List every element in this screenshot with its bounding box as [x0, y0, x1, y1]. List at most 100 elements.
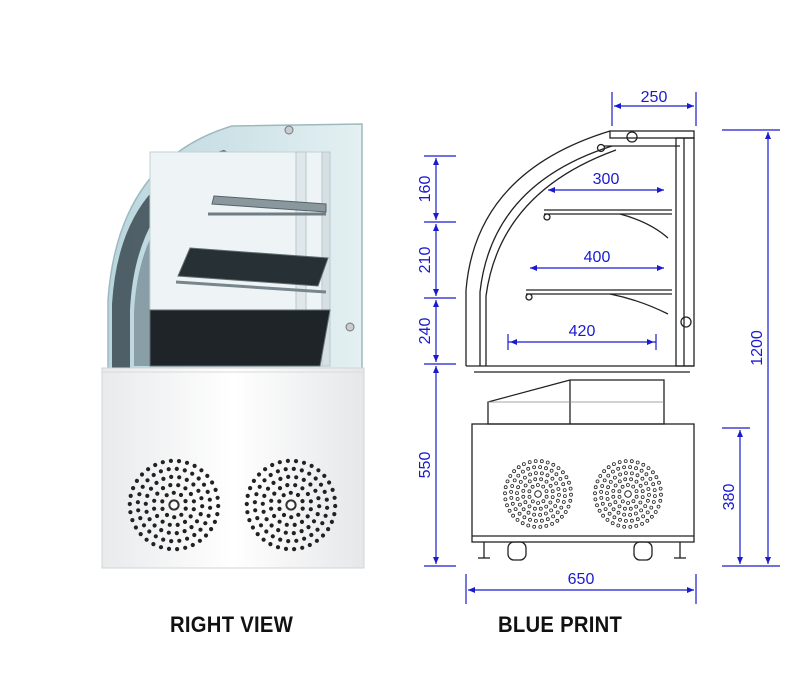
vent-hole: [657, 480, 661, 485]
vent-hole: [593, 497, 598, 502]
vent-hole: [608, 479, 613, 484]
vent-hole: [516, 485, 520, 490]
vent-hole: [269, 523, 274, 528]
vent-hole: [147, 529, 152, 534]
vent-hole: [634, 494, 639, 499]
vent-hole: [277, 499, 282, 504]
vent-hole: [560, 514, 564, 519]
vent-hole: [127, 501, 132, 507]
vent-hole: [251, 478, 256, 483]
grille-hub: [285, 499, 297, 511]
vent-hole: [293, 459, 299, 464]
vent-hole: [644, 472, 649, 477]
vent-hole: [191, 507, 196, 512]
vent-hole: [617, 494, 622, 499]
dimension-arrows: [433, 103, 771, 593]
vent-hole: [556, 498, 560, 503]
vent-hole: [610, 521, 615, 526]
vent-hole: [166, 530, 171, 535]
vent-hole: [257, 484, 262, 489]
vent-hole: [555, 510, 560, 515]
vent-hole: [561, 482, 566, 487]
vent-hole: [548, 500, 553, 505]
vent-hole: [516, 465, 521, 470]
vent-hole: [255, 532, 260, 537]
vent-hole: [635, 473, 640, 478]
vent-hole: [294, 538, 299, 543]
vent-hole: [247, 518, 252, 523]
vent-hole: [330, 487, 335, 492]
vent-hole: [169, 474, 174, 479]
vent-hole: [152, 506, 157, 511]
vent-hole: [308, 507, 313, 512]
vent-hole: [545, 517, 550, 522]
vent-hole: [534, 471, 538, 476]
vent-hole: [272, 491, 277, 496]
vent-hole: [523, 475, 527, 480]
vent-hole: [540, 518, 544, 523]
vent-hole: [651, 470, 655, 475]
vent-hole: [320, 521, 325, 526]
vent-hole: [503, 497, 508, 502]
vent-hole: [634, 524, 639, 528]
vent-hole: [160, 519, 165, 524]
vent-hole: [634, 511, 638, 516]
vent-hole: [320, 533, 326, 538]
blueprint-drawing: [465, 130, 695, 561]
vent-hole: [616, 510, 621, 515]
vent-hole: [174, 466, 179, 471]
vent-hole: [192, 532, 197, 538]
vent-hole: [293, 483, 298, 488]
vent-hole: [318, 482, 324, 487]
vent-hole: [527, 460, 532, 465]
vent-hole: [167, 522, 172, 527]
vent-hole: [532, 512, 536, 517]
vent-hole: [161, 537, 166, 542]
vent-hole: [567, 480, 571, 485]
vent-hole: [528, 517, 532, 522]
vent-hole: [139, 472, 145, 477]
vent-hole: [278, 537, 283, 542]
vent-hole: [532, 465, 536, 470]
vent-hole: [647, 492, 651, 497]
vent-hole: [314, 538, 319, 543]
vent-hole: [597, 508, 602, 513]
vent-hole: [311, 519, 317, 524]
ventilation-grille-right: [244, 458, 338, 552]
vent-hole: [617, 460, 622, 465]
dim-total-width: 650: [568, 571, 595, 588]
vent-hole: [515, 518, 520, 522]
vent-hole: [197, 538, 202, 543]
vent-hole: [306, 525, 311, 530]
dim-seg-low: 240: [417, 318, 434, 345]
vent-hole: [550, 489, 555, 494]
vent-hole: [176, 459, 182, 464]
vent-hole: [258, 523, 264, 528]
vent-hole: [522, 515, 527, 520]
vent-hole: [196, 488, 201, 493]
vent-hole: [527, 494, 532, 499]
vent-hole: [634, 489, 639, 494]
vent-hole: [289, 515, 294, 520]
vent-hole: [182, 529, 187, 534]
vent-hole: [146, 467, 151, 472]
vent-hole: [563, 494, 567, 499]
vent-hole: [562, 488, 567, 493]
vent-hole: [262, 493, 267, 498]
vent-hole: [550, 495, 555, 500]
vent-hole: [650, 514, 654, 519]
vent-hole: [643, 504, 648, 509]
vent-hole: [216, 503, 221, 509]
vent-hole: [512, 469, 516, 474]
vent-hole: [507, 508, 512, 513]
vent-hole: [556, 487, 561, 491]
vent-hole: [200, 504, 205, 509]
fixing-knob: [284, 125, 294, 135]
vent-hole: [631, 499, 636, 504]
vent-hole: [190, 542, 195, 548]
vent-hole: [212, 519, 217, 525]
vent-hole: [569, 492, 573, 497]
vent-hole: [313, 476, 318, 481]
vent-hole: [325, 505, 330, 510]
vent-hole: [286, 539, 291, 544]
